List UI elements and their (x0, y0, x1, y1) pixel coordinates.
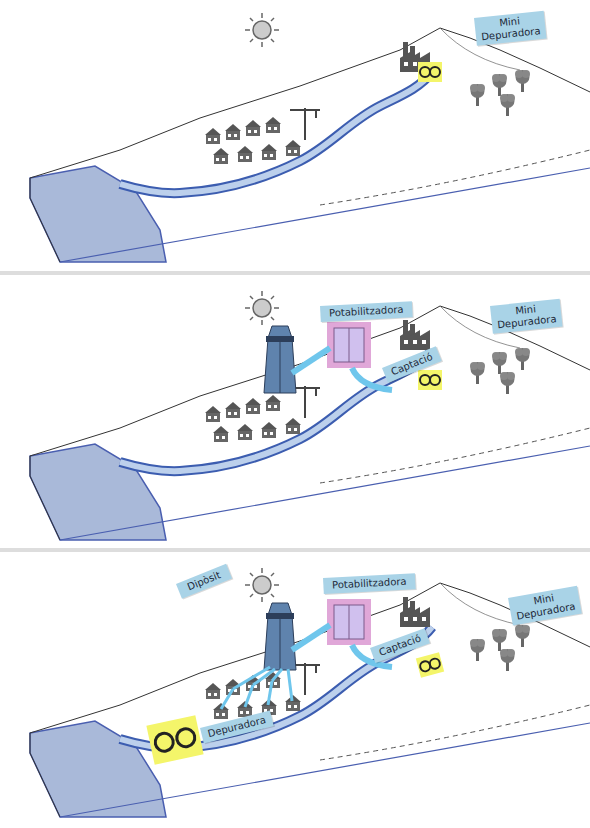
panel-stage-2 (0, 278, 590, 548)
label-text: Potabilitzadora (327, 575, 412, 591)
label-text: Mini Depuradora (478, 13, 542, 43)
panel-divider (0, 548, 590, 552)
label-box: Mini Depuradora (508, 586, 582, 626)
panel-stage-1 (0, 0, 590, 270)
label-box: Dipòsit (176, 564, 232, 599)
panel-divider (0, 271, 590, 275)
label-box: Captació (370, 628, 430, 663)
label-box: Mini Depuradora (474, 11, 547, 46)
panel-stage-3 (0, 555, 590, 825)
label-text: Dipòsit (180, 567, 227, 595)
label-text: Mini Depuradora (512, 589, 577, 623)
label-text: Depuradora (204, 713, 269, 740)
label-text: Captació (374, 631, 425, 659)
label-box: Mini Depuradora (490, 299, 563, 334)
label-text: Captació (386, 350, 437, 380)
label-text: Mini Depuradora (494, 301, 558, 331)
label-box: Potabilitzadora (320, 301, 413, 322)
label-box: Depuradora (200, 711, 274, 744)
label-box: Captació (382, 346, 442, 383)
label-text: Potabilitzadora (324, 303, 409, 319)
label-box: Potabilitzadora (323, 573, 416, 594)
